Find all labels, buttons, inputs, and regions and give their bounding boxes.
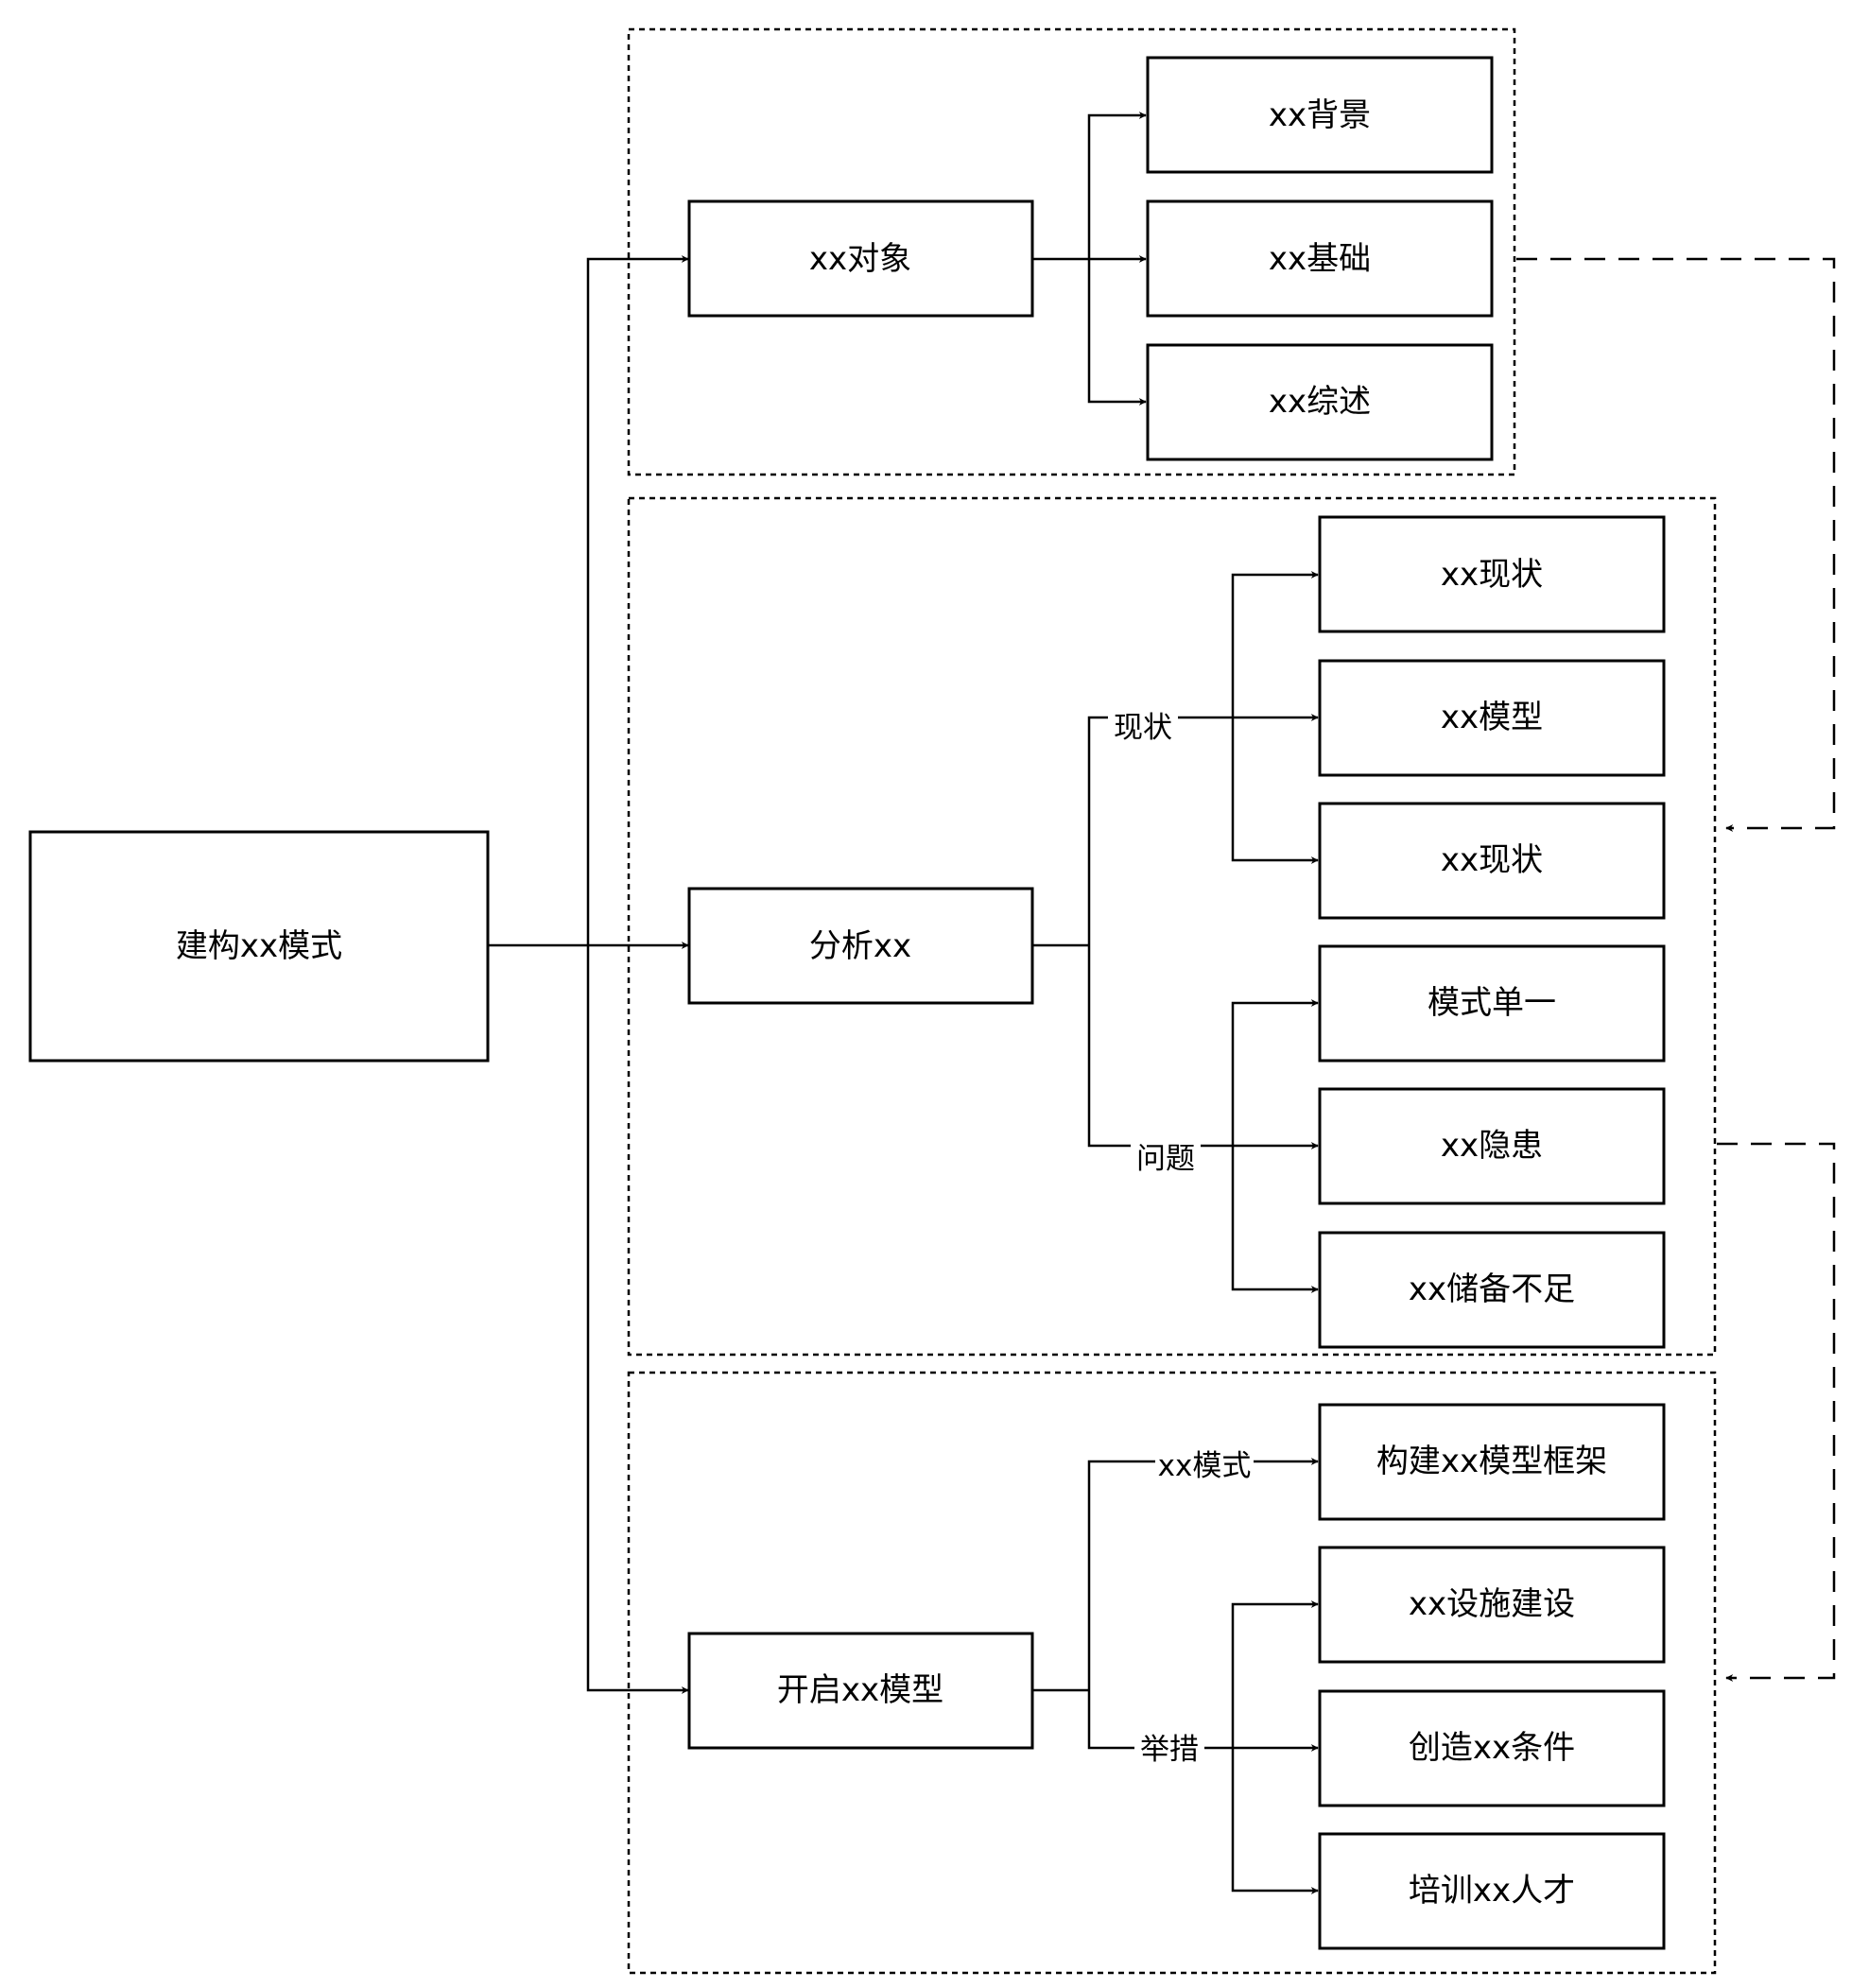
- edge-label-mode: xx模式: [1155, 1447, 1254, 1485]
- edge-label-measures-text: 举措: [1140, 1733, 1199, 1767]
- edge-root-open-model: [586, 945, 689, 1694]
- node-foundation: xx基础: [1146, 199, 1494, 318]
- edge-facilities: [1231, 1600, 1319, 1748]
- edges: [488, 112, 1319, 1894]
- node-object: xx对象: [687, 199, 1034, 318]
- edge-label-measures: 举措: [1134, 1731, 1204, 1769]
- edge-label-status-text: 现状: [1114, 711, 1172, 745]
- node-model-label: xx模型: [1441, 699, 1543, 736]
- node-talent: 培训xx人才: [1318, 1832, 1666, 1950]
- node-hazard: xx隐患: [1318, 1087, 1666, 1205]
- node-conditions: 创造xx条件: [1318, 1689, 1666, 1807]
- node-single-mode-label: 模式单一: [1428, 984, 1556, 1022]
- node-model: xx模型: [1318, 659, 1666, 777]
- group-open-model: [627, 1371, 1717, 1975]
- group-analysis: [627, 496, 1717, 1357]
- edge-root-object: [586, 255, 689, 945]
- node-talent-label: 培训xx人才: [1409, 1872, 1575, 1910]
- edge-single-mode: [1231, 999, 1319, 1146]
- node-analysis: 分析xx: [687, 887, 1034, 1005]
- edge-label-mode-text: xx模式: [1158, 1449, 1252, 1483]
- node-analysis-label: 分析xx: [809, 927, 911, 965]
- node-framework-label: 构建xx模型框架: [1376, 1443, 1607, 1480]
- edge-label-status: 现状: [1108, 709, 1178, 747]
- edge-analysis-status-branch: [1087, 714, 1319, 945]
- edge-talent: [1231, 1748, 1319, 1894]
- node-facilities: xx设施建设: [1318, 1546, 1666, 1664]
- node-framework: 构建xx模型框架: [1318, 1403, 1666, 1521]
- node-status-1-label: xx现状: [1441, 556, 1543, 594]
- edge-label-problem-text: 问题: [1136, 1142, 1195, 1176]
- node-background-label: xx背景: [1269, 96, 1371, 134]
- edge-analysis-problem-branch: [1087, 945, 1319, 1150]
- node-review: xx综述: [1146, 343, 1494, 461]
- node-status-1: xx现状: [1318, 515, 1666, 633]
- edge-measures-branch: [1087, 1690, 1319, 1752]
- edge-feedback-analysis-open-model: [1717, 1142, 1836, 1682]
- node-hazard-label: xx隐患: [1441, 1127, 1543, 1165]
- edge-object-review: [1087, 259, 1147, 406]
- node-review-label: xx综述: [1269, 383, 1371, 421]
- node-single-mode: 模式单一: [1318, 944, 1666, 1063]
- node-background: xx背景: [1146, 56, 1494, 174]
- node-open-model-label: 开启xx模型: [777, 1671, 943, 1709]
- edge-object-background: [1087, 112, 1147, 259]
- node-root-label: 建构xx模式: [176, 927, 342, 965]
- node-foundation-label: xx基础: [1269, 240, 1371, 278]
- node-status-2: xx现状: [1318, 802, 1666, 920]
- node-object-label: xx对象: [809, 240, 911, 278]
- node-shortage-label: xx储备不足: [1409, 1271, 1575, 1308]
- edge-status-1: [1231, 571, 1319, 717]
- edge-label-problem: 问题: [1131, 1139, 1201, 1177]
- edge-shortage: [1231, 1146, 1319, 1293]
- node-conditions-label: 创造xx条件: [1409, 1729, 1575, 1767]
- node-open-model: 开启xx模型: [687, 1632, 1034, 1750]
- node-root: 建构xx模式: [28, 830, 490, 1063]
- node-status-2-label: xx现状: [1441, 841, 1543, 879]
- edge-mode-branch: [1087, 1458, 1319, 1690]
- node-facilities-label: xx设施建设: [1409, 1585, 1575, 1623]
- node-shortage: xx储备不足: [1318, 1231, 1666, 1349]
- edge-status-2: [1231, 717, 1319, 864]
